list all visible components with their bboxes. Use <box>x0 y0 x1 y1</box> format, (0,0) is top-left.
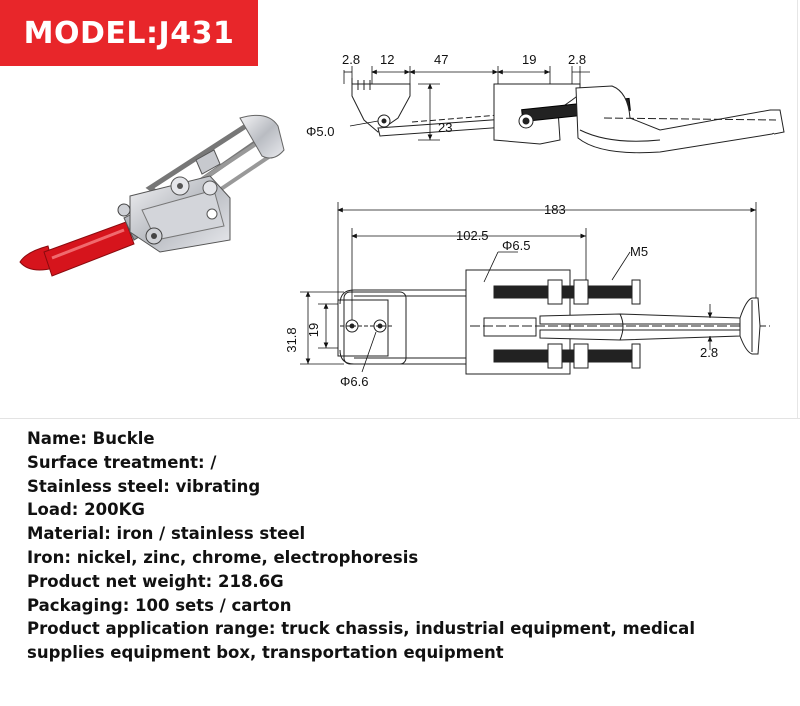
spec-name: Name: Buckle <box>27 429 155 448</box>
spec-net-weight: Product net weight: 218.6G <box>27 571 284 591</box>
top-view-dimensions <box>343 66 590 141</box>
dim-plan-m5: M5 <box>630 244 648 259</box>
dim-top-19: 19 <box>522 52 536 67</box>
dim-top-47: 47 <box>434 52 448 67</box>
spec-application-range-cont: supplies equipment box, transportation e… <box>27 643 504 663</box>
dim-plan-2-8: 2.8 <box>700 345 718 360</box>
spec-iron-finish: Iron: nickel, zinc, chrome, electrophore… <box>27 547 419 567</box>
model-title: MODEL:J431 <box>23 15 235 51</box>
dim-plan-31-8: 31.8 <box>284 327 299 352</box>
dim-top-23: 23 <box>438 120 452 135</box>
dim-plan-183: 183 <box>544 202 566 217</box>
spec-surface-treatment: Surface treatment: / <box>27 452 217 472</box>
section-divider <box>0 418 800 419</box>
product-photo <box>19 114 285 277</box>
spec-stainless-steel: Stainless steel: vibrating <box>27 476 261 496</box>
dim-top-12: 12 <box>380 52 394 67</box>
dim-top-phi-5: Φ5.0 <box>306 124 334 139</box>
spec-packaging: Packaging: 100 sets / carton <box>27 595 292 615</box>
dim-top-2-8-left: 2.8 <box>342 52 360 67</box>
spec-load: Load: 200KG <box>27 500 145 520</box>
spec-application-range: Product application range: truck chassis… <box>27 619 695 639</box>
dim-top-2-8-right: 2.8 <box>568 52 586 67</box>
plan-view-dimensions <box>300 202 757 373</box>
plan-view-drawing <box>337 269 770 375</box>
spec-material: Material: iron / stainless steel <box>27 524 306 544</box>
dim-plan-phi-6-6: Φ6.6 <box>340 374 368 389</box>
top-view-drawing <box>351 78 785 154</box>
red-handle <box>19 221 135 277</box>
dim-plan-19: 19 <box>306 323 321 337</box>
product-specs: Name: Buckle Surface treatment: / Stainl… <box>27 427 695 665</box>
frame-edge <box>797 0 798 418</box>
model-banner: MODEL:J431 <box>0 0 258 66</box>
technical-drawing: 2.8 12 47 19 2.8 Φ5.0 23 <box>19 52 785 389</box>
dim-plan-phi-6-5: Φ6.5 <box>502 238 530 253</box>
dim-plan-102-5: 102.5 <box>456 228 489 243</box>
